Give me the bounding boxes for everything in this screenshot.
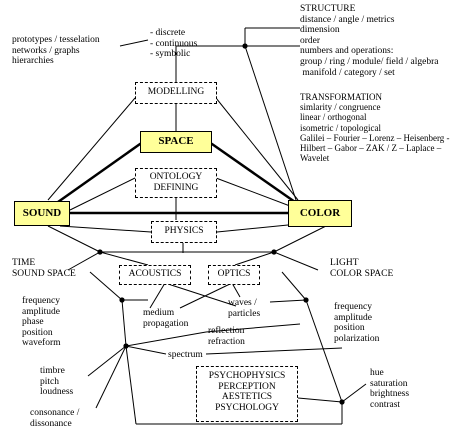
line-sound-time — [47, 225, 101, 253]
line-right-upper — [281, 271, 307, 301]
label-medium-propagation: medium propagation — [143, 308, 189, 329]
line-prototypes-modes — [119, 39, 149, 47]
line-optics-medium — [179, 282, 233, 309]
line-ontology-color — [215, 177, 291, 207]
node-right-low — [339, 399, 345, 405]
label-color-properties: frequency amplitude position polarizatio… — [334, 302, 380, 344]
label-spectrum: spectrum — [168, 350, 203, 360]
node-right-mid — [303, 297, 309, 303]
physics-box: PHYSICS — [151, 221, 217, 243]
line-right-down — [305, 299, 343, 403]
line-physics-color — [216, 223, 299, 233]
line-left-mid — [121, 299, 127, 347]
label-prototypes: prototypes / tesselation networks / grap… — [12, 35, 100, 67]
label-modes: - discrete - continuous - symbolic — [150, 28, 198, 60]
line-space-color — [210, 142, 297, 204]
sound-box: SOUND — [14, 201, 70, 226]
label-transformation: TRANSFORMATION simlarity / congruence li… — [300, 92, 450, 164]
node-left-low — [123, 343, 129, 349]
node-left-mid — [119, 297, 125, 303]
label-structure: STRUCTURE distance / angle / metrics dim… — [300, 4, 439, 78]
node-light — [271, 249, 277, 255]
line-light-node — [273, 251, 319, 271]
line-modelling-sound — [47, 97, 136, 201]
label-consonance-dissonance: consonance / dissonance — [30, 408, 80, 429]
ontology-box: ONTOLOGY DEFINING — [135, 168, 217, 198]
line-refraction-right — [205, 323, 301, 333]
line-spectrum-left — [125, 345, 167, 355]
line-left-upper — [89, 271, 123, 301]
line-timbre — [87, 345, 127, 377]
label-timbre-pitch-loudness: timbre pitch loudness — [40, 366, 74, 398]
label-hue-saturation: hue saturation brightness contrast — [370, 368, 410, 410]
modelling-box: MODELLING — [135, 82, 217, 104]
line-optics-waves — [231, 282, 241, 298]
line-ontology-sound — [69, 177, 136, 211]
label-sound-properties: frequency amplitude phase position wavef… — [22, 296, 61, 349]
line-space-sound — [56, 142, 142, 204]
line-physics-sound — [59, 225, 152, 233]
line-acoustics-waves — [164, 282, 237, 307]
label-light-color-space: LIGHT COLOR SPACE — [330, 258, 394, 279]
line-to-optics — [234, 251, 275, 266]
line-color-light — [273, 225, 327, 253]
label-time-sound-space: TIME SOUND SPACE — [12, 258, 76, 279]
node-time — [97, 249, 103, 255]
color-box: COLOR — [288, 200, 352, 227]
line-refraction — [125, 331, 207, 347]
psychophysics-box: PSYCHOPHYSICS PERCEPTION AESTETICS PSYCH… — [196, 366, 298, 422]
node-structure — [242, 43, 248, 49]
line-left-bottom — [125, 345, 137, 425]
line-to-acoustics — [99, 251, 149, 266]
label-reflection-refraction: reflection refraction — [208, 326, 245, 347]
line-modelling-color — [215, 97, 299, 201]
line-time-node — [67, 251, 101, 271]
line-acoustics-medium — [149, 282, 166, 309]
line-right-cross — [269, 299, 307, 303]
space-box: SPACE — [140, 131, 212, 153]
line-spectrum-right — [205, 347, 343, 355]
line-structure-color — [244, 45, 297, 201]
optics-box: OPTICS — [208, 265, 260, 285]
label-waves-particles: waves / particles — [228, 298, 261, 319]
line-psych-right — [297, 397, 343, 403]
line-consonance — [95, 345, 127, 409]
acoustics-box: ACOUSTICS — [119, 265, 191, 285]
line-hue — [341, 383, 367, 403]
